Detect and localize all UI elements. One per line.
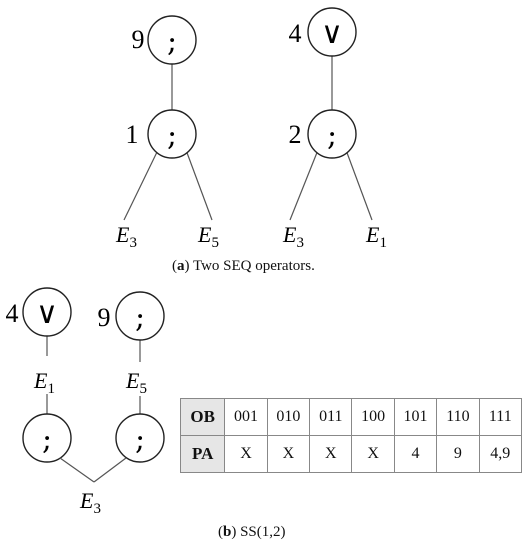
- caption-a-tag: a: [177, 258, 185, 274]
- edge-label-b-e5: E5: [125, 368, 147, 397]
- node-right-child-op: ;: [327, 118, 337, 153]
- table-cell: X: [309, 435, 353, 473]
- node-b-right-bottom: [115, 413, 165, 463]
- leaf-right-e3: E3: [282, 222, 304, 251]
- node-right-root-op: ∨: [321, 16, 343, 51]
- table-cell: 100: [351, 398, 395, 436]
- table-cell: 4: [393, 435, 438, 473]
- node-left-child: [147, 109, 197, 159]
- node-left-child-op: ;: [167, 118, 177, 153]
- edge-1-to-e3: [123, 149, 159, 221]
- node-right-root-label: 4: [289, 19, 302, 48]
- table-cell: 101: [393, 398, 438, 436]
- table-cell: 010: [266, 398, 311, 436]
- edge-label-b-e1: E1: [33, 368, 55, 397]
- table-cell: 9: [436, 435, 480, 473]
- row-header-ob: OB: [179, 398, 226, 436]
- node-left-child-label: 1: [126, 120, 139, 149]
- caption-b: (b) SS(1,2): [218, 524, 286, 540]
- table-cell: 110: [436, 398, 480, 436]
- table-cell: 4,9: [478, 435, 522, 473]
- node-b-right-top: [115, 291, 165, 341]
- node-b-left-top-op: ∨: [36, 296, 58, 331]
- node-right-child: [307, 109, 357, 159]
- node-b-left-bottom: [22, 413, 72, 463]
- node-b-right-bottom-op: ;: [135, 422, 145, 457]
- node-right-child-label: 2: [289, 120, 302, 149]
- table-cell: 111: [478, 398, 522, 436]
- leaf-left-e5: E5: [197, 222, 219, 251]
- node-b-left-bottom-op: ;: [42, 422, 52, 457]
- row-header-pa: PA: [179, 435, 226, 473]
- table-row-pa: PA X X X X 4 9 4,9: [179, 435, 522, 473]
- edge-1-to-e5: [185, 149, 213, 221]
- caption-b-text: SS(1,2): [236, 524, 286, 540]
- table-cell: X: [224, 435, 268, 473]
- edge-2-to-e1: [345, 149, 373, 221]
- node-b-right-top-op: ;: [135, 300, 145, 335]
- leaf-right-e1: E1: [365, 222, 387, 251]
- node-b-left-top-label: 4: [6, 299, 19, 328]
- node-b-right-top-label: 9: [98, 303, 111, 332]
- table-cell: 011: [309, 398, 353, 436]
- node-left-root-op: ;: [167, 24, 177, 59]
- leaf-b-e3: E3: [79, 488, 101, 517]
- ob-pa-table: OB 001 010 011 100 101 110 111 PA X X X …: [179, 398, 522, 473]
- node-left-root: [147, 15, 197, 65]
- edge-2-to-e3: [289, 149, 319, 221]
- leaf-left-e3: E3: [115, 222, 137, 251]
- node-left-root-label: 9: [132, 25, 145, 54]
- table-row-ob: OB 001 010 011 100 101 110 111: [179, 398, 522, 436]
- node-right-root: [307, 7, 357, 57]
- table-cell: 001: [224, 398, 268, 436]
- table-cell: X: [266, 435, 311, 473]
- caption-a: (a) Two SEQ operators.: [172, 258, 315, 274]
- caption-b-tag: b: [223, 524, 232, 540]
- table-cell: X: [351, 435, 395, 473]
- edge-b-left-to-e3: [59, 457, 95, 483]
- caption-a-text: Two SEQ operators.: [189, 258, 315, 274]
- node-b-left-top: [22, 287, 72, 337]
- edge-b-right-to-e3: [93, 457, 127, 483]
